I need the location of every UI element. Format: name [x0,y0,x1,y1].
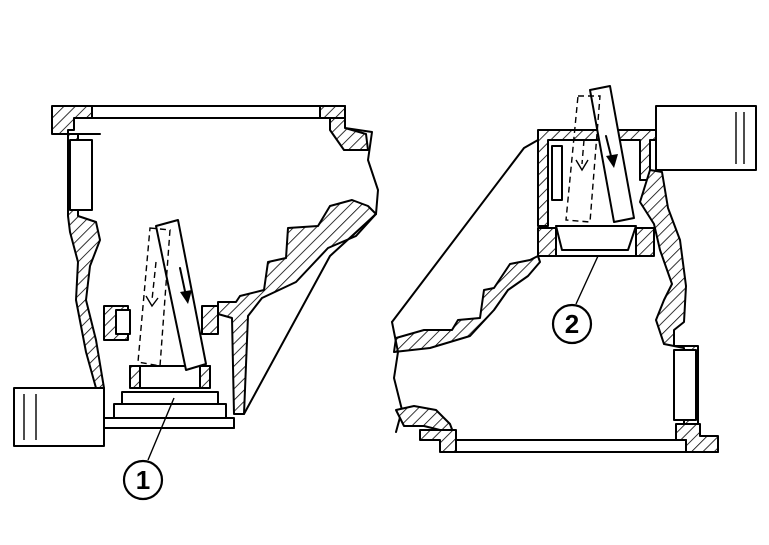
callout-1: 1 [122,397,175,501]
callout-1-circle [122,459,164,501]
callout-2: 2 [551,255,599,345]
callout-2-label: 2 [565,309,579,339]
callout-2-circle [551,303,593,345]
left-housing-view [13,105,379,447]
right-housing-view [391,85,757,453]
callout-1-label: 1 [136,465,150,495]
